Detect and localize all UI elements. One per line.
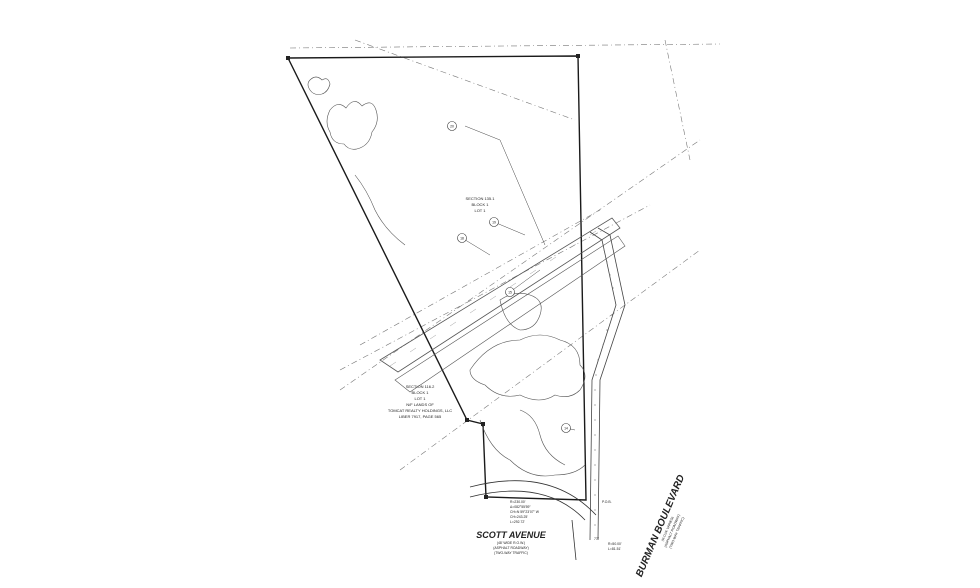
svg-text:R=230.00': R=230.00' xyxy=(510,500,526,504)
svg-text:N/F LANDS OF: N/F LANDS OF xyxy=(406,402,434,407)
svg-text:SECTION 135.1: SECTION 135.1 xyxy=(466,196,496,201)
tree-lines xyxy=(307,76,586,477)
callout-15 xyxy=(505,287,515,297)
callout-19 xyxy=(489,217,499,227)
callout-markers xyxy=(447,121,571,433)
burman-boulevard-label: BURMAN BOULEVARD (R.O.W. VARIES) (ASPHAL… xyxy=(634,473,687,578)
svg-text:(48' WIDE R.O.W.): (48' WIDE R.O.W.) xyxy=(497,541,525,545)
svg-text:19: 19 xyxy=(492,221,496,225)
svg-text:SECTION 116.2: SECTION 116.2 xyxy=(406,384,435,389)
svg-text:LIBER 7917, PAGE 565: LIBER 7917, PAGE 565 xyxy=(399,414,442,419)
corner-markers xyxy=(286,54,580,499)
svg-text:R=50.00': R=50.00' xyxy=(608,542,622,546)
svg-text:LOT 1: LOT 1 xyxy=(414,396,426,401)
svg-text:TOMCAT REALTY HOLDINGS, LLC: TOMCAT REALTY HOLDINGS, LLC xyxy=(388,408,452,413)
svg-text:14: 14 xyxy=(564,427,568,431)
svg-text:L=81.51': L=81.51' xyxy=(608,547,621,551)
svg-text:CH=243.25': CH=243.25' xyxy=(510,515,528,519)
svg-text:(ASPHALT ROADWAY): (ASPHALT ROADWAY) xyxy=(493,546,528,550)
pob-label: P.O.B. xyxy=(602,500,612,504)
svg-text:18: 18 xyxy=(460,237,464,241)
angle-label: 77° xyxy=(594,537,600,541)
callout-20 xyxy=(447,121,457,131)
svg-text:SCOTT AVENUE: SCOTT AVENUE xyxy=(476,530,547,540)
scott-avenue-curve xyxy=(469,480,597,561)
svg-text:BLOCK 1: BLOCK 1 xyxy=(472,202,490,207)
svg-text:BLOCK 1: BLOCK 1 xyxy=(412,390,430,395)
callout-18 xyxy=(457,233,467,243)
burman-roadway-band xyxy=(589,227,626,541)
svg-text:(TWO-WAY TRAFFIC): (TWO-WAY TRAFFIC) xyxy=(494,551,528,555)
curve-data-block: R=230.00' Δ=082°55'59" CH=N 59°23'07" W … xyxy=(510,500,540,524)
curve-data-block-2: R=50.00' L=81.51' xyxy=(608,542,622,551)
easement-band xyxy=(379,217,626,393)
svg-text:CH=N 59°23'07" W: CH=N 59°23'07" W xyxy=(510,510,540,514)
adjoining-lot-label: SECTION 116.2 BLOCK 1 LOT 1 N/F LANDS OF… xyxy=(388,384,452,419)
property-boundary xyxy=(286,55,587,501)
dashed-lines xyxy=(289,39,721,471)
svg-text:LOT 1: LOT 1 xyxy=(474,208,486,213)
svg-text:L=292.72': L=292.72' xyxy=(510,520,525,524)
callout-numbers: 20 19 18 15 14 xyxy=(450,125,568,431)
svg-text:20: 20 xyxy=(450,125,454,129)
svg-text:15: 15 xyxy=(508,291,512,295)
roadway-stipple xyxy=(594,249,616,526)
subject-lot-label: SECTION 135.1 BLOCK 1 LOT 1 xyxy=(466,196,496,213)
leader-lines xyxy=(461,125,576,431)
callout-14 xyxy=(561,423,571,433)
scott-avenue-label: SCOTT AVENUE (48' WIDE R.O.W.) (ASPHALT … xyxy=(476,530,547,555)
svg-text:Δ=082°55'59": Δ=082°55'59" xyxy=(510,505,531,509)
